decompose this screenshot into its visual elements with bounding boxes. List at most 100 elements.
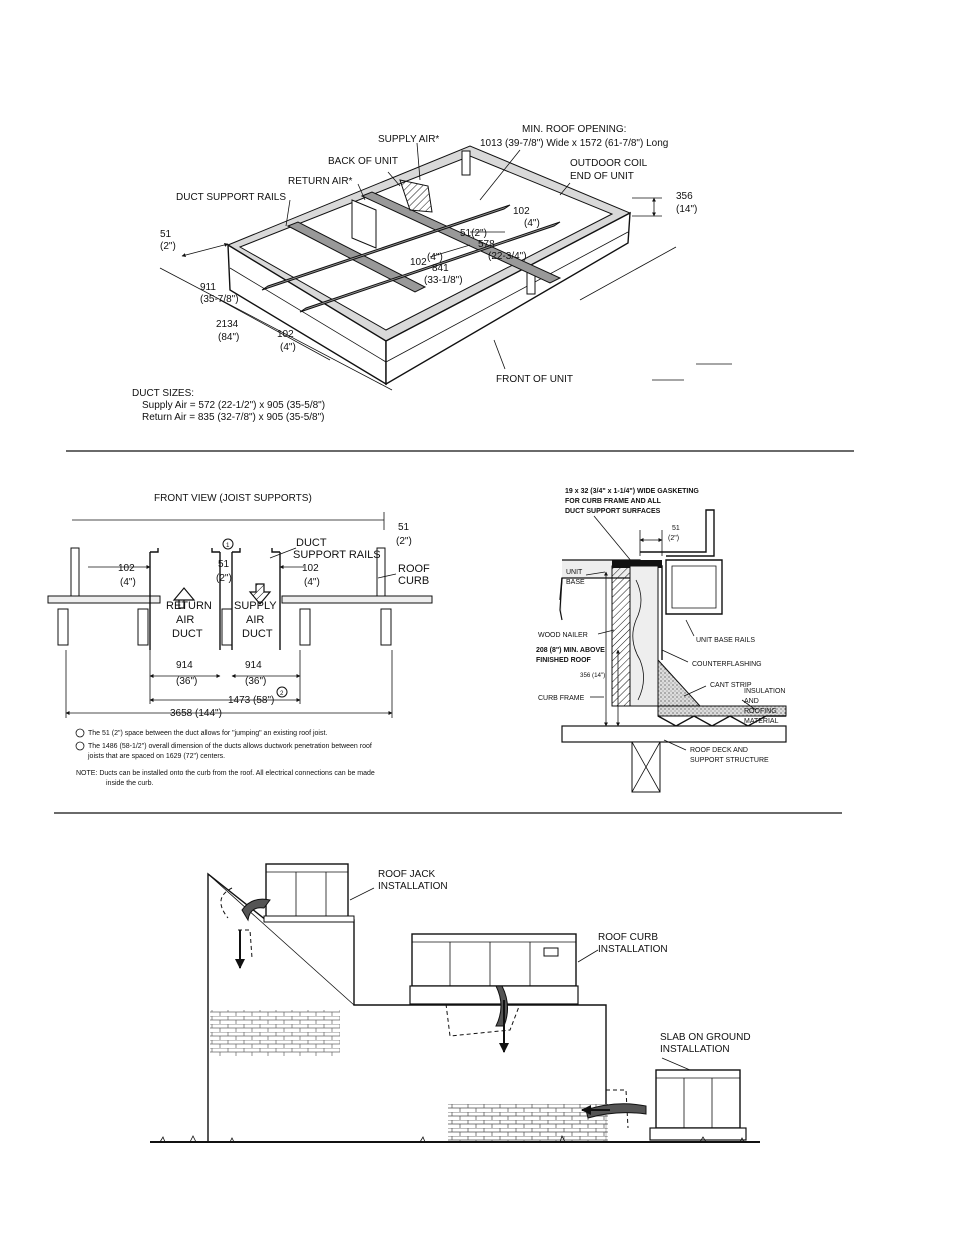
fv-dim-1473: 1473 (58")	[228, 695, 274, 706]
fv-dim-3658: 3658 (144")	[170, 708, 222, 719]
dim-2134-in: (84")	[218, 332, 239, 343]
return-air-opening	[351, 199, 377, 249]
label-duct-return: Return Air = 835 (32-7/8") x 905 (35-5/8…	[142, 412, 324, 423]
dim-841-in: (33-1/8")	[424, 275, 463, 286]
sec-min208-1: 208 (8") MIN. ABOVE	[536, 647, 605, 654]
fv-dim-51-in: (2")	[396, 536, 412, 547]
supply-arrow-down-icon	[248, 583, 272, 605]
gasket	[612, 560, 662, 568]
sec-insul-1: INSULATION	[744, 688, 786, 695]
dim-102c-in: (4")	[280, 342, 296, 353]
fv-dim-102r-mm: 102	[302, 563, 319, 574]
fv-dim-102l-in: (4")	[120, 577, 136, 588]
curb-isometric-drawing	[159, 142, 677, 391]
fv-dim-102l-mm: 102	[118, 563, 135, 574]
dim-2134-mm: 2134	[216, 319, 239, 330]
curb-section-drawing	[559, 509, 787, 793]
fv-dim-51c-mm: 51	[218, 559, 230, 570]
roof-jack-unit	[263, 863, 355, 923]
label-front-of-unit: FRONT OF UNIT	[496, 374, 573, 385]
wood-nailer	[611, 565, 631, 707]
sec-gasket-1: 19 x 32 (3/4" x 1-1/4") WIDE GASKETING	[565, 488, 699, 495]
sec-curb-frame: CURB FRAME	[538, 695, 585, 702]
curb-right-side	[385, 211, 631, 386]
joist-1	[57, 608, 69, 646]
dim-578-mm: 578	[478, 239, 495, 250]
dim-356-in: (14")	[676, 204, 697, 215]
fv-return-1: RETURN	[166, 600, 212, 612]
label-min-roof-opening-dims: 1013 (39-7/8") Wide x 1572 (61-7/8") Lon…	[480, 138, 668, 149]
sec-insul-2: AND	[744, 698, 759, 705]
fv-note-3a: NOTE: Ducts can be installed onto the cu…	[76, 770, 375, 777]
roof-deck	[561, 725, 787, 743]
fv-supply-1: SUPPLY	[234, 600, 277, 612]
label-outdoor-coil-2: END OF UNIT	[570, 171, 634, 182]
curb-wall-left	[70, 547, 80, 599]
inst-roof-jack-1: ROOF JACK	[378, 869, 436, 880]
label-min-roof-opening: MIN. ROOF OPENING:	[522, 124, 626, 135]
sec-min208-2: FINISHED ROOF	[536, 657, 592, 664]
curb-opening	[238, 155, 614, 331]
sec-deck-2: SUPPORT STRUCTURE	[690, 757, 769, 764]
note-marker-2	[276, 686, 288, 698]
roof-deck-left	[47, 595, 161, 604]
fv-return-2: AIR	[176, 614, 194, 626]
roof-curb-unit	[409, 933, 579, 1005]
corner-post-back	[461, 150, 471, 176]
fv-dim-51c-in: (2")	[216, 573, 232, 584]
dim-102a-in: (4")	[524, 218, 540, 229]
fv-supply-3: DUCT	[242, 628, 273, 640]
duct-support-rail-4	[299, 221, 561, 313]
note-marker-1	[222, 538, 234, 550]
fv-label-roof: ROOF	[398, 563, 430, 575]
label-back-of-unit: BACK OF UNIT	[328, 156, 398, 167]
dim-578-in: (22-3/4")	[488, 251, 527, 262]
joist-4	[299, 608, 311, 646]
installations-drawing	[150, 863, 760, 1143]
fv-supply-2: AIR	[246, 614, 264, 626]
duct-support-rail-3	[261, 204, 511, 291]
fv-note-2b: joists that are spaced on 1629 (72") cen…	[87, 753, 225, 760]
fv-circle-2-text: 2	[280, 690, 284, 697]
dim-911-in: (35-7/8")	[200, 294, 239, 305]
inst-roof-curb-1: ROOF CURB	[598, 932, 658, 943]
fv-circle-1-text: 1	[226, 542, 230, 549]
roof-deck-right	[281, 595, 433, 604]
sec-deck-1: ROOF DECK AND	[690, 747, 748, 754]
duct-support-rail-2	[360, 191, 562, 284]
label-duct-support-rails: DUCT SUPPORT RAILS	[176, 192, 286, 203]
sec-gasket-3: DUCT SUPPORT SURFACES	[565, 508, 661, 515]
counterflashing	[658, 565, 663, 660]
fv-note-2a: The 1486 (58-1/2") overall dimension of …	[88, 743, 372, 750]
inst-slab-2: INSTALLATION	[660, 1044, 730, 1055]
label-supply-air: SUPPLY AIR*	[378, 134, 439, 145]
front-view-drawing	[47, 512, 433, 718]
fv-dim-102r-in: (4")	[304, 577, 320, 588]
fv-dim-51-mm: 51	[398, 522, 410, 533]
sec-wood-nailer: WOOD NAILER	[538, 632, 588, 639]
fv-note-1: The 51 (2") space between the duct allow…	[88, 730, 327, 737]
joist-2	[137, 608, 149, 646]
inst-roof-curb-2: INSTALLATION	[598, 944, 668, 955]
fv-label-support-rails: SUPPORT RAILS	[293, 549, 381, 561]
sec-unit-1: UNIT	[566, 569, 583, 576]
dim-51-in: (2")	[160, 241, 176, 252]
label-duct-supply: Supply Air = 572 (22-1/2") x 905 (35-5/8…	[142, 400, 325, 411]
dim-356-mm: 356	[676, 191, 693, 202]
sec-insul-3: ROOFING	[744, 708, 777, 715]
fv-dim-914b-in: (36")	[245, 676, 266, 687]
sec-dim-51-in: (2")	[668, 535, 679, 542]
unit-base-rail	[665, 559, 723, 615]
joist-5	[380, 608, 392, 646]
sec-insul-4: MATERIAL	[744, 718, 779, 725]
dim-102b-mm: 102	[410, 257, 427, 268]
roof-jack-airflow-icon	[241, 898, 271, 922]
front-view-title: FRONT VIEW (JOIST SUPPORTS)	[154, 493, 312, 504]
sec-unit-base-rails: UNIT BASE RAILS	[696, 637, 755, 644]
fv-dim-914b-mm: 914	[245, 660, 262, 671]
supply-air-opening	[399, 179, 433, 213]
fv-note-3b: inside the curb.	[106, 780, 154, 787]
label-duct-sizes: DUCT SIZES:	[132, 388, 194, 399]
dim-102b-in: (4")	[427, 252, 443, 263]
